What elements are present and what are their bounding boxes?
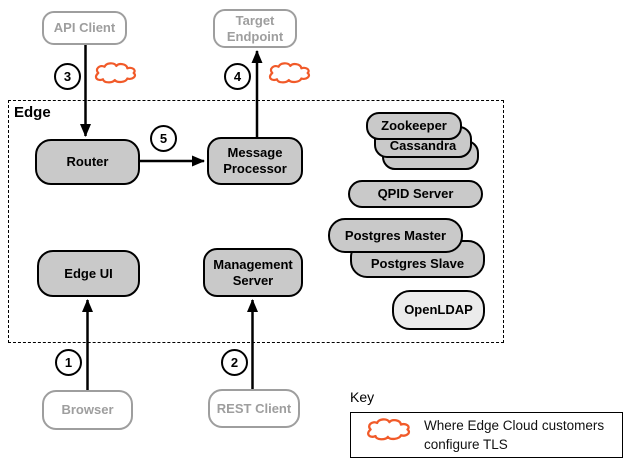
node-label: Edge UI (64, 265, 113, 281)
node-label: REST Client (216, 400, 292, 416)
node-label: Zookeeper (381, 118, 447, 133)
node-label: Postgres Slave (370, 256, 465, 271)
node-rest-client: REST Client (208, 389, 300, 428)
node-label: Target (235, 12, 275, 28)
node-edge-ui: Edge UI (37, 250, 140, 297)
node-qpid-server: QPID Server (348, 180, 483, 208)
node-zookeeper: Zookeeper (366, 112, 462, 140)
edge-container-label: Edge (14, 104, 51, 121)
node-label: Processor (223, 161, 287, 176)
key-description: Where Edge Cloud customers configure TLS (424, 416, 604, 454)
node-label: API Client (53, 20, 116, 35)
node-label: Router (66, 154, 109, 169)
step-circle-1: 1 (55, 349, 82, 376)
edge-container (8, 100, 504, 343)
step-circle-5: 5 (150, 125, 177, 152)
step-number: 3 (63, 69, 72, 84)
tls-cloud-icon (268, 62, 311, 84)
tls-cloud-icon (94, 62, 137, 84)
step-number: 5 (159, 131, 168, 146)
step-number: 1 (64, 355, 73, 370)
node-browser: Browser (42, 390, 133, 430)
node-label: Browser (61, 402, 114, 417)
node-label: QPID Server (377, 186, 454, 201)
step-number: 4 (233, 69, 242, 84)
step-circle-2: 2 (221, 349, 248, 376)
node-api-client: API Client (42, 11, 127, 45)
node-label: Management (213, 256, 293, 272)
step-circle-3: 3 (54, 63, 81, 90)
node-label: Endpoint (226, 28, 284, 44)
node-message-processor: Message Processor (207, 137, 303, 185)
key-title: Key (350, 389, 375, 405)
node-openldap: OpenLDAP (392, 290, 485, 330)
tls-cloud-icon (367, 418, 411, 441)
step-number: 2 (230, 355, 239, 370)
node-label: Message (227, 145, 283, 160)
node-label: Cassandra (389, 138, 457, 153)
node-router: Router (35, 139, 140, 185)
node-label: OpenLDAP (404, 302, 473, 317)
node-label: Server (232, 272, 274, 288)
node-target-endpoint: Target Endpoint (213, 9, 297, 48)
key-description-line1: Where Edge Cloud customers (424, 418, 605, 433)
node-management-server: Management Server (203, 248, 303, 297)
step-circle-4: 4 (224, 63, 251, 90)
node-label: Postgres Master (344, 227, 447, 243)
key-description-line2: configure TLS (424, 437, 508, 452)
node-postgres-master: Postgres Master (328, 218, 463, 253)
